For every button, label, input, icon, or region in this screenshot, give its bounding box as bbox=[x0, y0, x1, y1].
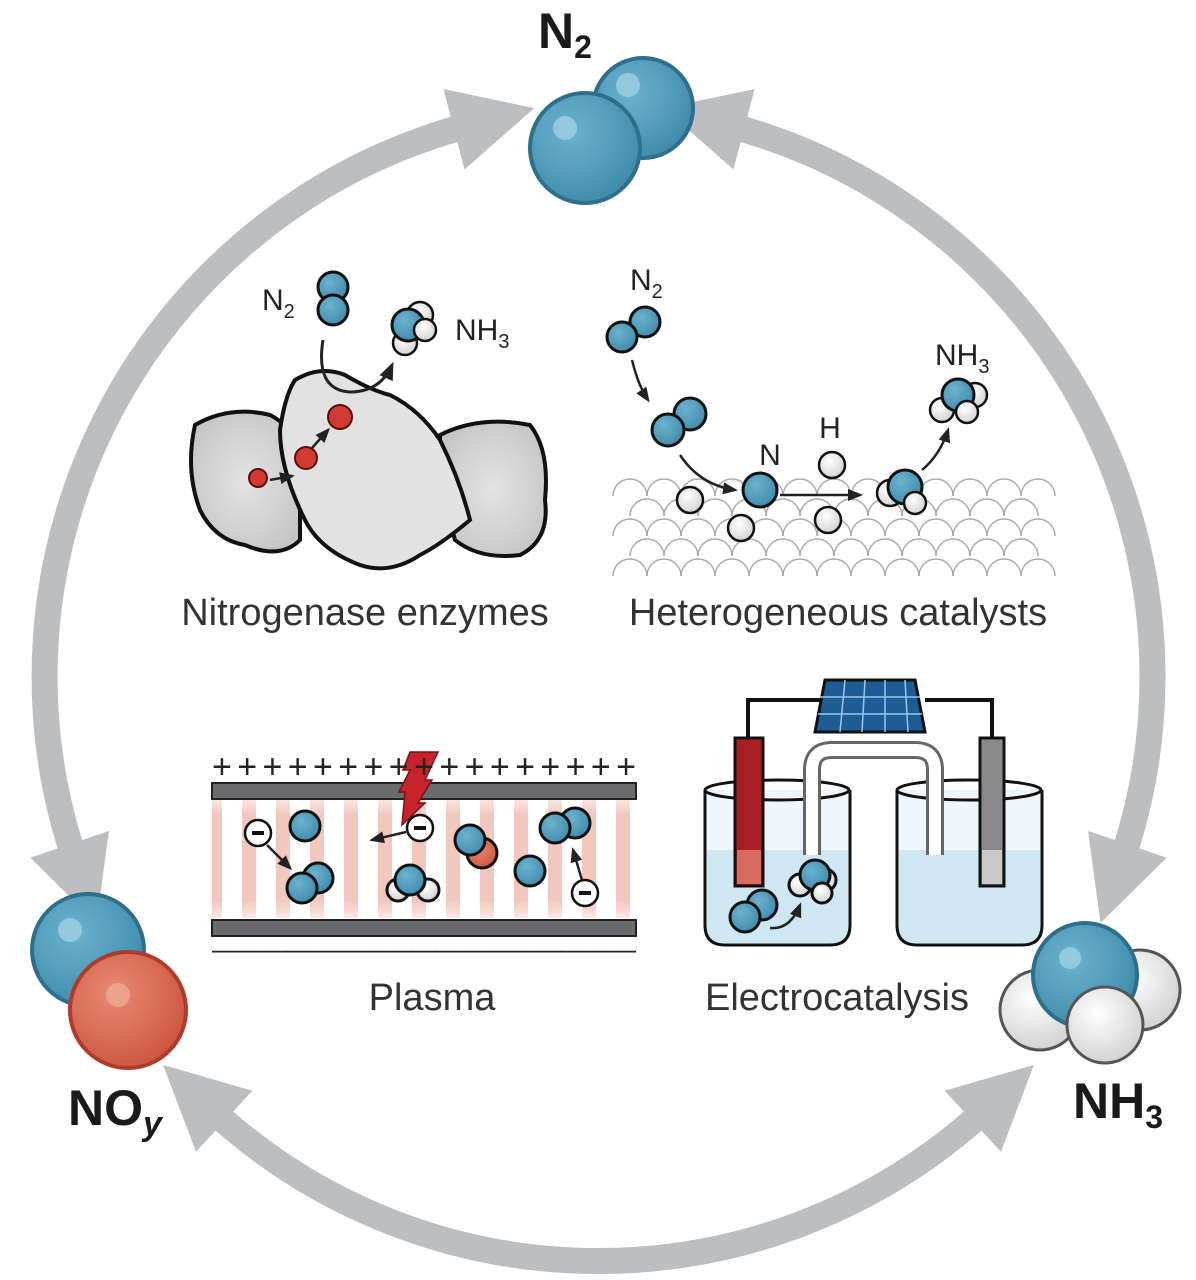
lightning-icon bbox=[397, 751, 440, 827]
surface-atom bbox=[680, 558, 716, 577]
solar-panel-icon bbox=[813, 678, 927, 734]
surface-atom bbox=[850, 518, 886, 537]
surface-atom bbox=[816, 558, 852, 577]
reaction-arrow bbox=[320, 339, 394, 394]
surface-atom bbox=[612, 558, 648, 577]
surface-atom bbox=[646, 478, 682, 497]
nh3-label: NH3 bbox=[1073, 1073, 1163, 1135]
adsorbed-atoms bbox=[675, 450, 928, 543]
surface-atom bbox=[782, 478, 818, 497]
surface-atom bbox=[952, 558, 988, 577]
surface-atom bbox=[935, 538, 971, 557]
surface-atom bbox=[935, 498, 971, 517]
surface-atom bbox=[646, 518, 682, 537]
electrocatalysis-molecules bbox=[728, 858, 838, 934]
surface-atom bbox=[918, 478, 954, 497]
heterogeneous-product-label: NH3 bbox=[935, 339, 989, 378]
cofactor-clusters bbox=[248, 404, 353, 488]
caption-electrocatalysis: Electrocatalysis bbox=[705, 977, 969, 1019]
heterogeneous-reactant-label: N2 bbox=[630, 264, 663, 303]
electrons bbox=[243, 813, 600, 908]
surface-atom bbox=[663, 538, 699, 557]
noy-label: NOy bbox=[68, 1080, 164, 1143]
surface-atom bbox=[884, 518, 920, 537]
enzyme-left-subunit bbox=[189, 409, 302, 554]
plasma-particles bbox=[285, 806, 592, 905]
surface-atom bbox=[816, 478, 852, 497]
cycle-arrows bbox=[30, 89, 1167, 1274]
panel-electrocatalysis: Electrocatalysis bbox=[703, 678, 1044, 1019]
surface-atom bbox=[765, 498, 801, 517]
bottom-electrode bbox=[211, 919, 637, 937]
negative-charges: — — — — — — — — — — — — — — — — — bbox=[212, 934, 636, 964]
atom-n-label: N bbox=[759, 439, 781, 472]
surface-atom bbox=[1020, 518, 1056, 537]
n2-small bbox=[316, 270, 350, 327]
surface-atom bbox=[1020, 478, 1056, 497]
caption-plasma: Plasma bbox=[369, 977, 497, 1019]
surface-atom bbox=[714, 558, 750, 577]
surface-atom bbox=[850, 558, 886, 577]
nh3-molecule bbox=[998, 921, 1182, 1065]
noy-molecule bbox=[30, 892, 188, 1070]
surface-atom bbox=[1020, 558, 1056, 577]
panel-nitrogenase: N2 NH3 Nitrogenase enzymes bbox=[181, 270, 549, 634]
panel-heterogeneous: N2 N H NH3 Heterogeneous catalysts bbox=[605, 264, 1056, 634]
n2-adsorbed bbox=[650, 396, 708, 448]
surface-atom bbox=[969, 498, 1005, 517]
nh3-small bbox=[390, 300, 438, 357]
n2-label: N2 bbox=[538, 3, 592, 65]
surface-atom bbox=[884, 558, 920, 577]
surface-atom bbox=[1003, 498, 1039, 517]
surface-atom bbox=[612, 478, 648, 497]
positive-charges: + + + + + + + + + + + + + + + + + bbox=[212, 748, 636, 786]
nh3-small bbox=[928, 377, 989, 425]
nitrogenase-product-label: NH3 bbox=[455, 314, 509, 353]
panel-plasma: — — — — — — — — — — — — — — — — — + + + … bbox=[211, 748, 637, 1019]
arrow-noy-to-n2 bbox=[30, 89, 535, 924]
wire bbox=[746, 698, 994, 740]
surface-atom bbox=[986, 478, 1022, 497]
surface-atom bbox=[833, 538, 869, 557]
surface-atom bbox=[748, 558, 784, 577]
surface-atom bbox=[901, 538, 937, 557]
n2-small bbox=[605, 305, 662, 354]
surface-atom bbox=[986, 558, 1022, 577]
caption-nitrogenase: Nitrogenase enzymes bbox=[181, 592, 549, 634]
surface-atom bbox=[680, 518, 716, 537]
surface-atom bbox=[969, 538, 1005, 557]
surface-atom bbox=[646, 558, 682, 577]
surface-atom bbox=[867, 538, 903, 557]
surface-atom bbox=[799, 538, 835, 557]
n2-molecule bbox=[528, 56, 695, 205]
surface-atom bbox=[629, 498, 665, 517]
surface-atom bbox=[1003, 538, 1039, 557]
arrow-n2-to-nh3 bbox=[663, 89, 1167, 924]
surface-atom bbox=[918, 558, 954, 577]
surface-atom bbox=[782, 518, 818, 537]
caption-heterogeneous: Heterogeneous catalysts bbox=[629, 592, 1047, 634]
surface-atom bbox=[986, 518, 1022, 537]
surface-atom bbox=[697, 538, 733, 557]
surface-atom bbox=[952, 518, 988, 537]
nitrogenase-reactant-label: N2 bbox=[262, 284, 295, 323]
atom-h-label: H bbox=[819, 412, 841, 445]
surface-atom bbox=[629, 538, 665, 557]
surface-atom bbox=[765, 538, 801, 557]
surface-atom bbox=[952, 478, 988, 497]
surface-atom bbox=[918, 518, 954, 537]
surface-atom bbox=[612, 518, 648, 537]
arrow-nh3-to-noy bbox=[163, 1064, 1034, 1274]
surface-atom bbox=[782, 558, 818, 577]
